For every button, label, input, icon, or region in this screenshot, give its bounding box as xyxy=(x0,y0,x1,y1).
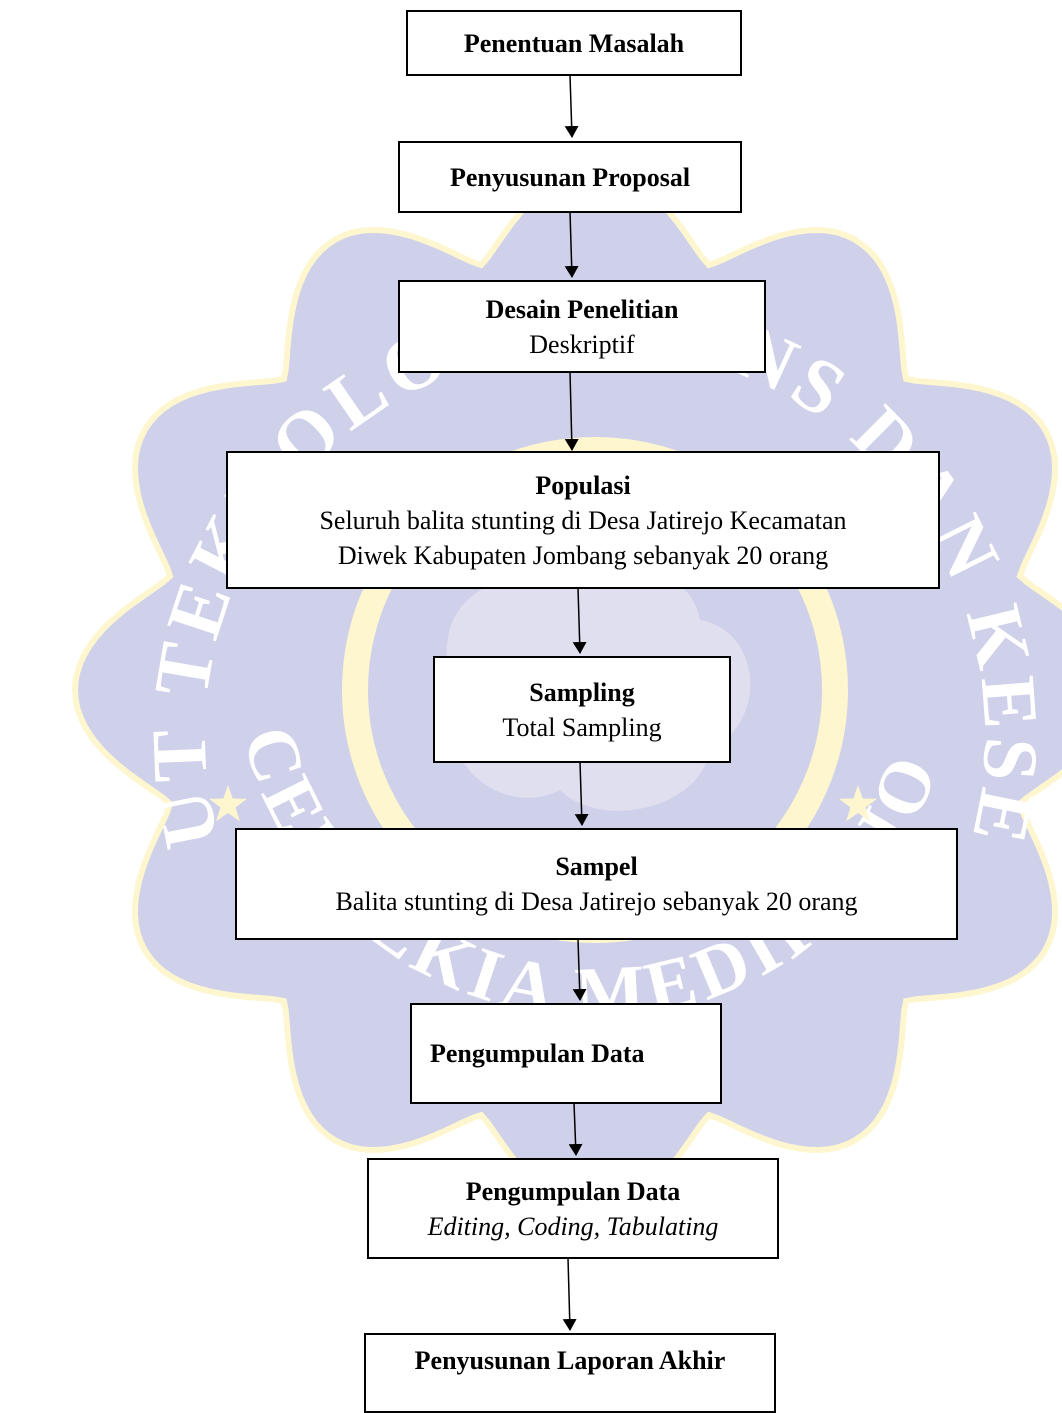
step-line: Seluruh balita stunting di Desa Jatirejo… xyxy=(319,505,847,535)
arrow xyxy=(572,587,587,654)
step-box-sampel: Sampel Balita stunting di Desa Jatirejo … xyxy=(235,828,958,940)
step-box-populasi: Populasi Seluruh balita stunting di Desa… xyxy=(226,451,940,589)
arrow xyxy=(572,939,587,1001)
step-box-penyusunan-laporan-akhir: Penyusunan Laporan Akhir xyxy=(364,1333,776,1413)
step-line: Diwek Kabupaten Jombang sebanyak 20 oran… xyxy=(337,540,829,570)
step-box-pengolahan-data: Pengumpulan Data Editing, Coding, Tabula… xyxy=(367,1158,779,1259)
step-title: Populasi xyxy=(535,470,631,500)
step-title: Penyusunan Proposal xyxy=(449,162,691,192)
star-icon xyxy=(839,785,877,822)
step-box-sampling: Sampling Total Sampling xyxy=(433,656,731,763)
step-subtitle: Total Sampling xyxy=(502,712,662,742)
step-box-penentuan-masalah: Penentuan Masalah xyxy=(406,10,742,76)
step-title: Pengumpulan Data xyxy=(430,1039,645,1068)
arrow xyxy=(564,371,579,451)
step-subtitle: Balita stunting di Desa Jatirejo sebanya… xyxy=(335,887,858,916)
arrow xyxy=(574,761,589,826)
step-title: Sampel xyxy=(555,852,638,881)
step-box-desain-penelitian: Desain Penelitian Deskriptif xyxy=(398,280,766,373)
step-box-penyusunan-proposal: Penyusunan Proposal xyxy=(398,141,742,213)
step-subtitle: Editing, Coding, Tabulating xyxy=(427,1211,719,1241)
step-title: Sampling xyxy=(529,677,635,707)
step-box-pengumpulan-data: Pengumpulan Data xyxy=(410,1003,722,1104)
arrow xyxy=(568,1102,583,1156)
arrow xyxy=(564,74,579,138)
step-title: Pengumpulan Data xyxy=(465,1176,681,1206)
step-title: Penyusunan Laporan Akhir xyxy=(414,1346,726,1375)
arrow xyxy=(562,1257,577,1331)
step-title: Penentuan Masalah xyxy=(463,28,685,58)
arrow xyxy=(564,211,579,278)
star-icon xyxy=(209,785,247,822)
step-subtitle: Deskriptif xyxy=(529,329,635,359)
step-title: Desain Penelitian xyxy=(485,294,679,324)
